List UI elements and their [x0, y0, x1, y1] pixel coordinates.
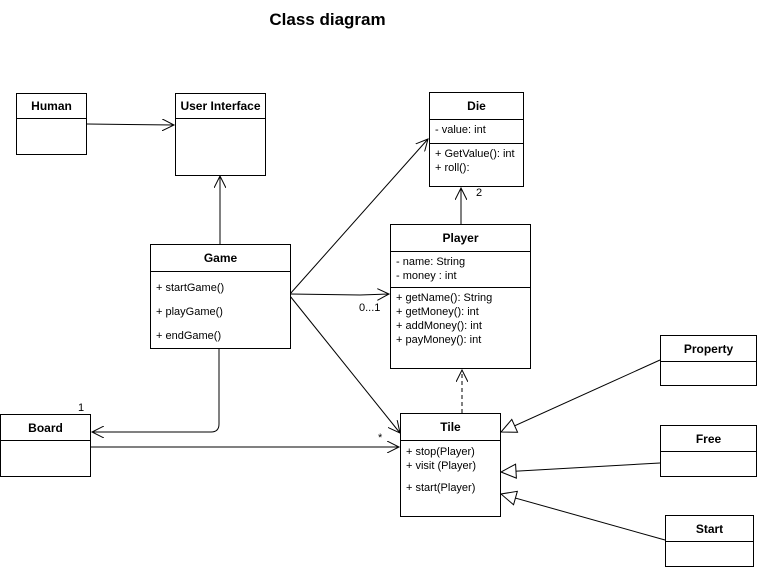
method: + roll():: [435, 162, 470, 174]
method: + start(Player): [406, 482, 476, 494]
method: + payMoney(): int: [396, 334, 482, 346]
multiplicity-die-player: 2: [476, 187, 483, 199]
class-property[interactable]: Property: [660, 335, 757, 386]
class-game[interactable]: Game + startGame() + playGame() + endGam…: [150, 244, 291, 349]
human-to-ui-association: [86, 124, 174, 125]
diagram-title: Class diagram: [269, 10, 386, 29]
class-die-attributes: - value: int: [430, 120, 523, 144]
method: + visit (Player): [406, 460, 476, 472]
start-to-tile-generalization: [499, 490, 666, 541]
class-free[interactable]: Free: [660, 425, 757, 477]
attribute: - money : int: [396, 270, 457, 282]
class-property-name: Property: [661, 336, 756, 362]
class-free-name: Free: [661, 426, 756, 452]
method: + getName(): String: [396, 292, 493, 304]
method: + stop(Player): [406, 446, 475, 458]
class-user-interface[interactable]: User Interface: [175, 93, 266, 176]
class-player-methods: + getName(): String + getMoney(): int + …: [391, 288, 530, 350]
method: + addMoney(): int: [396, 320, 482, 332]
class-user-interface-name: User Interface: [176, 94, 265, 119]
method: + getMoney(): int: [396, 306, 479, 318]
property-to-tile-generalization: [499, 359, 661, 433]
multiplicity-game-player: 0...1: [359, 302, 381, 314]
class-start-name: Start: [666, 516, 753, 542]
class-tile-name: Tile: [401, 414, 500, 441]
attribute: - value: int: [435, 124, 486, 136]
game-to-die-association: [289, 139, 428, 295]
free-to-tile-generalization: [499, 462, 661, 479]
class-game-name: Game: [151, 245, 290, 272]
class-die-name: Die: [430, 93, 523, 120]
class-player-attributes: - name: String - money : int: [391, 252, 530, 288]
method: + endGame(): [156, 330, 222, 342]
class-die[interactable]: Die - value: int + GetValue(): int + rol…: [429, 92, 524, 187]
class-die-methods: + GetValue(): int + roll():: [430, 144, 523, 178]
class-start[interactable]: Start: [665, 515, 754, 567]
class-tile[interactable]: Tile + stop(Player) + visit (Player) + s…: [400, 413, 501, 517]
class-game-methods: + startGame() + playGame() + endGame(): [151, 272, 290, 352]
class-tile-methods: + stop(Player) + visit (Player) + start(…: [401, 441, 500, 499]
class-board-name: Board: [1, 415, 90, 441]
class-player[interactable]: Player - name: String - money : int + ge…: [390, 224, 531, 369]
method: + startGame(): [156, 282, 225, 294]
class-player-name: Player: [391, 225, 530, 252]
game-to-tile-association: [289, 295, 400, 433]
game-to-board-association: [92, 348, 220, 432]
class-human-name: Human: [17, 94, 86, 119]
class-board[interactable]: Board: [0, 414, 91, 477]
multiplicity-tile-board: *: [378, 432, 383, 444]
game-to-player-association: [289, 294, 389, 295]
attribute: - name: String: [396, 256, 466, 268]
method: + playGame(): [156, 306, 223, 318]
class-human[interactable]: Human: [16, 93, 87, 155]
multiplicity-board-game: 1: [78, 402, 85, 414]
method: + GetValue(): int: [435, 148, 515, 160]
